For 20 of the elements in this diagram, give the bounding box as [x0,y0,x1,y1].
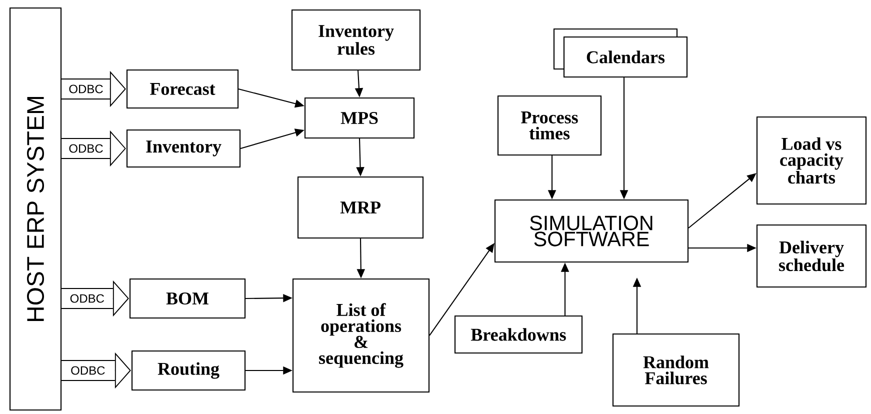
process-box: Load vs capacity charts [756,116,867,205]
process-box: BOM [129,278,246,319]
process-box: SIMULATION SOFTWARE [494,199,689,263]
edge-label: ODBC [71,366,105,375]
stacked-box: Calendars [553,28,688,78]
edge-label: ODBC [70,294,104,303]
process-box: Forecast [126,69,239,109]
edge-label: ODBC [69,84,103,94]
process-box: Routing [131,350,246,391]
process-box: Random Failures [612,333,740,407]
process-box: Delivery schedule [756,224,867,288]
process-box: Process times [497,95,602,156]
edge-label: ODBC [69,144,103,153]
process-box: MRP [297,176,424,239]
process-box: List of operations & sequencing [292,278,430,393]
system-bar: HOST ERP SYSTEM [9,7,62,411]
process-box: Breakdowns [454,315,583,354]
process-box: Inventory [126,129,241,168]
process-box: Inventory rules [291,9,421,71]
process-box: MPS [304,97,415,139]
